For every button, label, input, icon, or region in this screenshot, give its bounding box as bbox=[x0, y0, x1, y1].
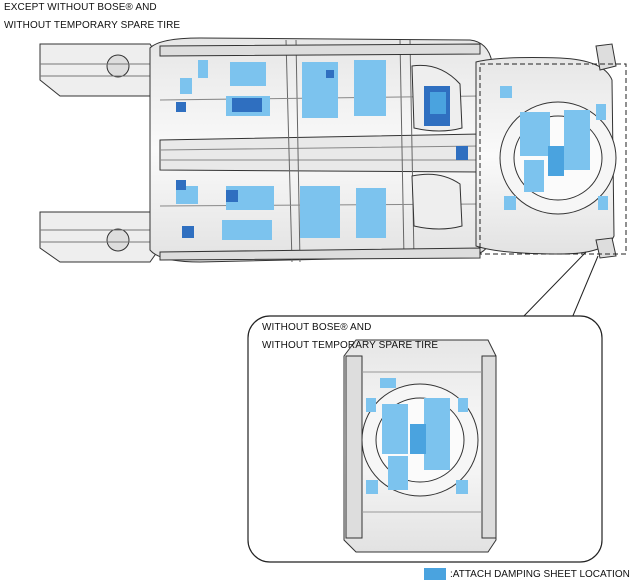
legend-swatch bbox=[424, 568, 446, 580]
main-caption-line2: WITHOUT TEMPORARY SPARE TIRE bbox=[4, 20, 181, 31]
main-caption-line1: EXCEPT WITHOUT BOSE® AND bbox=[4, 2, 157, 13]
detail-caption-line1: WITHOUT BOSE® AND bbox=[262, 322, 372, 333]
detail-region-box bbox=[479, 63, 627, 255]
legend-label: :ATTACH DAMPING SHEET LOCATION bbox=[450, 569, 630, 580]
detail-caption-line2: WITHOUT TEMPORARY SPARE TIRE bbox=[262, 340, 439, 351]
damping-sheets-detail bbox=[366, 378, 468, 494]
damping-sheets-main bbox=[176, 60, 608, 240]
damping-sheets-detail-mid bbox=[410, 424, 426, 454]
damping-sheets-main-mid bbox=[430, 92, 564, 176]
detail-callout-lines bbox=[521, 251, 599, 319]
